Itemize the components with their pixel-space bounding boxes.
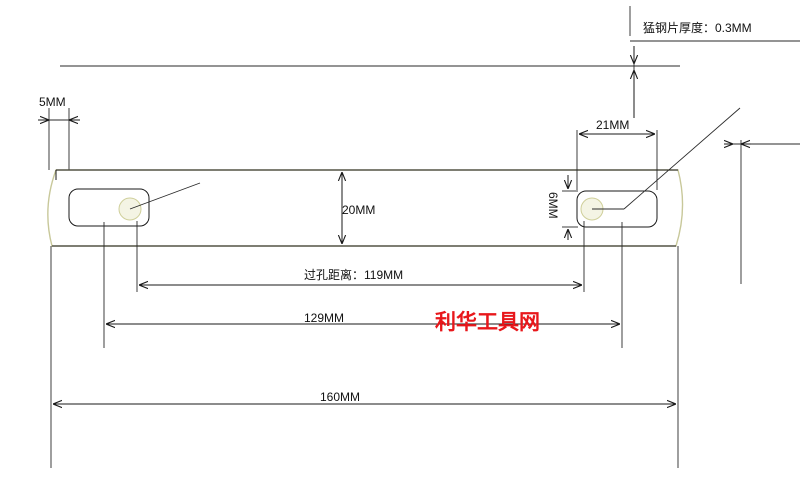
slot-width-label: 21MM <box>596 118 629 132</box>
left-margin-dimension: 5MM <box>38 95 80 172</box>
hole-distance-label: 过孔距离：119MM <box>304 267 403 282</box>
right-slot <box>576 107 741 228</box>
hole-distance-dimension: 过孔距离：119MM <box>136 221 585 292</box>
outer-slot-label: 129MM <box>304 311 344 325</box>
slot-height-dimension: 6MM <box>546 175 578 240</box>
total-length-label: 160MM <box>320 390 360 404</box>
strip-height-dimension: 20MM <box>342 172 375 244</box>
left-slot <box>68 182 201 227</box>
thickness-callout: 猛钢片厚度：0.3MM <box>60 6 800 118</box>
thickness-label: 猛钢片厚度：0.3MM <box>643 20 752 35</box>
edge-thickness-marker <box>724 140 800 284</box>
left-margin-label: 5MM <box>39 95 66 109</box>
outer-slot-dimension: 129MM <box>103 222 623 348</box>
steel-strip <box>47 169 684 247</box>
strip-height-label: 20MM <box>342 203 375 217</box>
slot-width-dimension: 21MM <box>576 118 658 190</box>
total-length-dimension: 160MM <box>50 246 679 468</box>
watermark-text: 利华工具网 <box>435 309 540 334</box>
slot-height-label: 6MM <box>546 192 560 219</box>
